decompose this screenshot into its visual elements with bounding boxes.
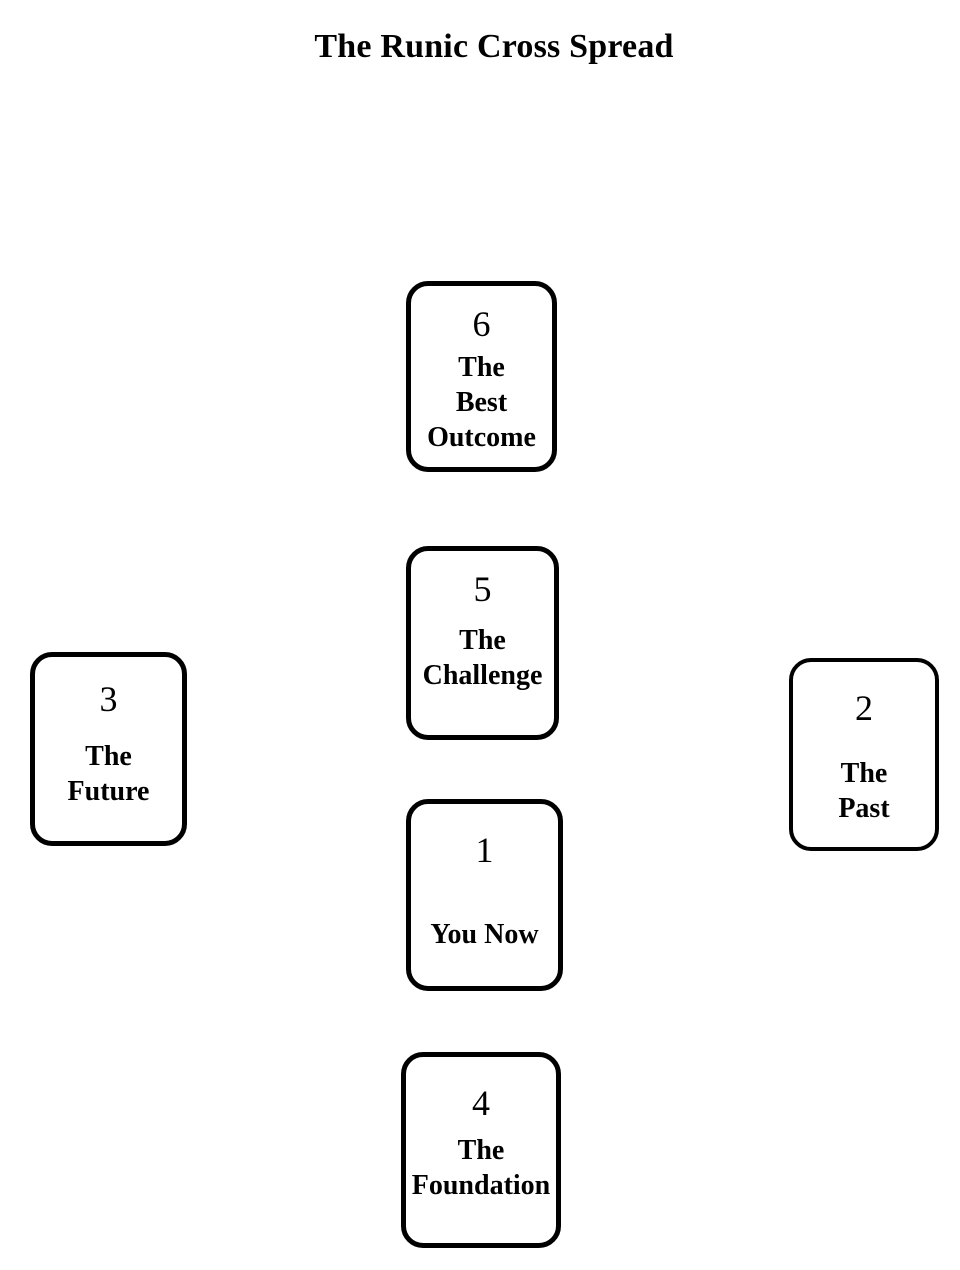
card-label: The Past [838, 758, 890, 824]
card-position-3: 3 The Future [30, 652, 187, 846]
card-number: 6 [472, 304, 491, 344]
card-number: 3 [99, 679, 118, 719]
card-label: The Challenge [422, 625, 543, 691]
card-number: 5 [473, 569, 492, 609]
card-label: The Foundation [411, 1135, 551, 1201]
card-number: 4 [472, 1083, 490, 1123]
card-label: You Now [430, 919, 539, 950]
card-label: The Future [67, 741, 150, 807]
card-number: 1 [475, 830, 494, 870]
card-position-6: 6 The Best Outcome [406, 281, 557, 472]
card-position-4: 4 The Foundation [401, 1052, 561, 1248]
diagram-title: The Runic Cross Spread [314, 28, 674, 65]
card-position-5: 5 The Challenge [406, 546, 559, 740]
card-label: The Best Outcome [427, 352, 536, 453]
card-position-2: 2 The Past [789, 658, 939, 851]
card-position-1: 1 You Now [406, 799, 563, 991]
card-number: 2 [855, 688, 873, 728]
